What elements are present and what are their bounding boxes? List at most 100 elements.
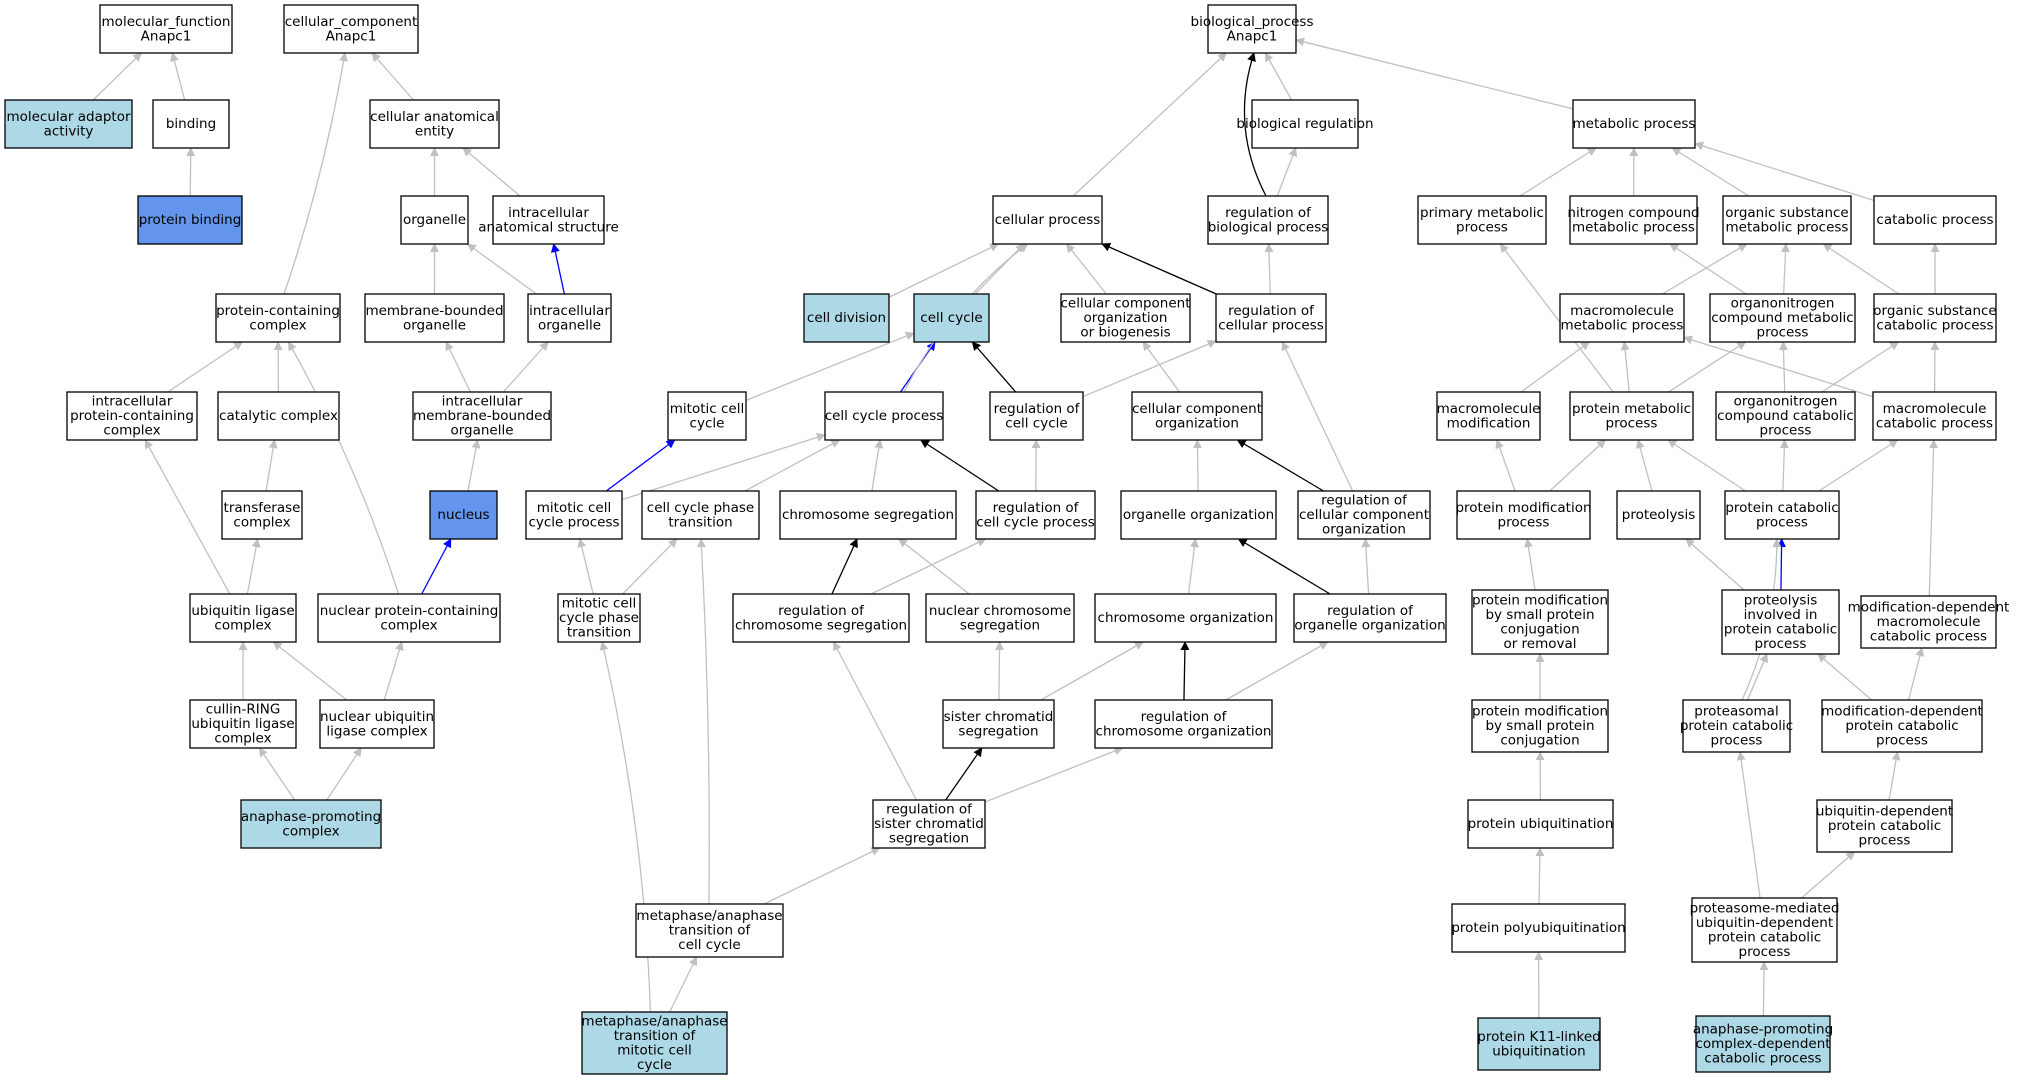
node-label-line: anatomical structure	[478, 219, 619, 235]
edge-line	[1180, 641, 1190, 701]
edge-line	[1683, 335, 1874, 398]
go-term-node-binding[interactable]: binding	[152, 99, 230, 149]
go-term-node-apc-dep-cat[interactable]: anaphase-promotingcomplex-dependentcatab…	[1693, 1015, 1833, 1073]
edge-line	[1781, 243, 1791, 295]
go-term-node-metabolic[interactable]: metabolic process	[1572, 99, 1696, 149]
go-term-node-protein-polyub[interactable]: protein polyubiquitination	[1451, 903, 1626, 953]
node-box	[152, 99, 230, 149]
go-term-node-protein-ub[interactable]: protein ubiquitination	[1467, 799, 1614, 849]
go-term-node-protein-binding[interactable]: protein binding	[137, 195, 243, 245]
edge-line	[502, 341, 549, 393]
edge-intra_mem_org-to-membrane_org	[445, 341, 471, 393]
node-label-line: entity	[415, 123, 454, 139]
node-box	[1709, 293, 1856, 343]
go-term-node-organelle-org[interactable]: organelle organization	[1120, 490, 1277, 540]
node-label-line: Anapc1	[141, 28, 192, 44]
edge-reg_cellular-to-cellular_process	[1101, 243, 1217, 295]
edge-sister_seg-to-nuclear_chrom_seg	[995, 641, 1005, 701]
edge-line	[1685, 538, 1745, 591]
go-term-node-cellular-process[interactable]: cellular process	[992, 195, 1103, 245]
go-term-node-cell-cycle[interactable]: cell cycle	[913, 293, 990, 343]
edge-catabolic-to-metabolic	[1694, 141, 1875, 202]
go-term-node-organelle[interactable]: organelle	[400, 195, 469, 245]
node-label-line: ubiquitin ligase	[191, 603, 294, 619]
go-term-node-cell-division[interactable]: cell division	[803, 293, 890, 343]
go-term-node-proteasome-ub-cat[interactable]: proteasome-mediatedubiquitin-dependentpr…	[1690, 897, 1840, 963]
node-label-line: segregation	[889, 831, 969, 847]
go-term-node-chrom-seg[interactable]: chromosome segregation	[779, 490, 957, 540]
go-term-node-catalytic-complex[interactable]: catalytic complex	[217, 391, 340, 441]
node-label-line: anaphase-promoting	[1693, 1022, 1833, 1038]
edge-ub_dep_cat-to-mod_dep_protein_cat	[1888, 751, 1901, 801]
go-term-node-nucleus[interactable]: nucleus	[429, 490, 498, 540]
node-label-line: catabolic process	[1876, 317, 1993, 333]
go-term-node-catabolic[interactable]: catabolic process	[1873, 195, 1997, 245]
go-term-node-mod-dep-macro-cat[interactable]: modification-dependentmacromoleculecatab…	[1848, 595, 2010, 649]
go-term-node-chrom-org[interactable]: chromosome organization	[1094, 593, 1277, 643]
go-term-node-cc-process[interactable]: cell cycle process	[824, 391, 944, 441]
edge-protein_complex-to-cc	[283, 52, 349, 295]
node-label-line: nucleus	[437, 507, 489, 523]
node-label-line: protein catabolic	[1725, 500, 1838, 516]
go-term-node-proteolysis[interactable]: proteolysis	[1616, 490, 1701, 540]
edge-proteolysis_cat-to-protein_cat	[1777, 538, 1787, 591]
go-term-node-bio-reg[interactable]: biological regulation	[1236, 99, 1374, 149]
edge-reg_chrom_org-to-chrom_org	[1180, 641, 1190, 701]
